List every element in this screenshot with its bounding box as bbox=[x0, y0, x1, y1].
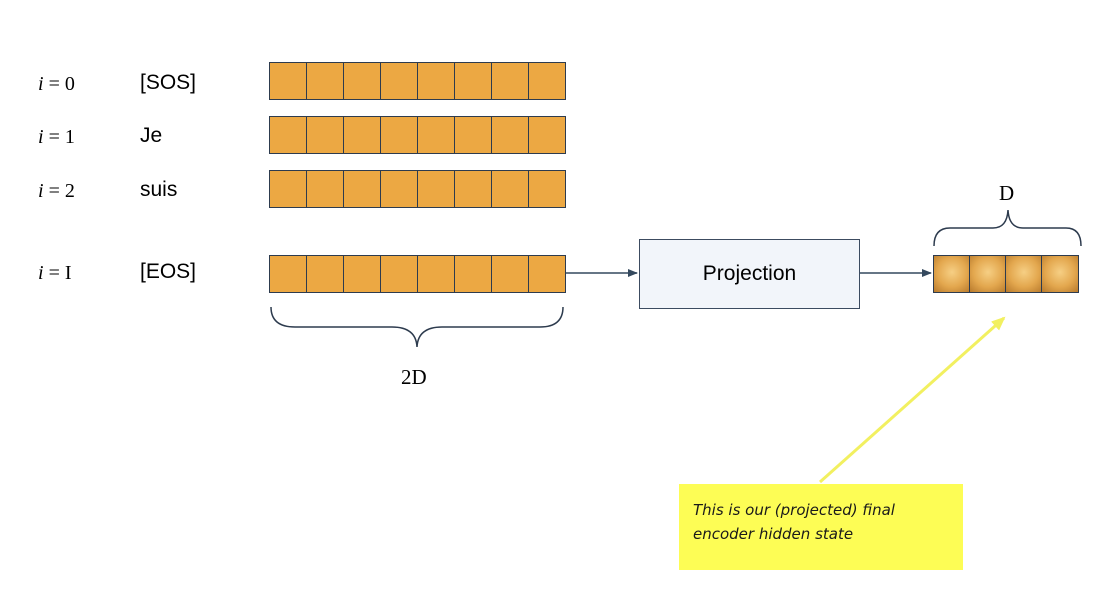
projection-box: Projection bbox=[639, 239, 860, 309]
vector-cell bbox=[270, 255, 307, 293]
vector-cell bbox=[1041, 255, 1079, 293]
vector-cell bbox=[381, 62, 418, 100]
row-index-value: = I bbox=[48, 262, 72, 284]
output-dimension-brace bbox=[933, 209, 1082, 247]
vector-cell bbox=[418, 116, 455, 154]
row-index-2: i = 2 bbox=[38, 180, 75, 203]
row-index-value: = 1 bbox=[48, 126, 75, 148]
row-index-1: i = 1 bbox=[38, 126, 75, 149]
row-index-value: = 0 bbox=[48, 73, 75, 95]
row-token-0: [SOS] bbox=[140, 71, 197, 94]
hidden-state-vector-1 bbox=[269, 116, 566, 154]
vector-cell bbox=[455, 62, 492, 100]
vector-cell bbox=[270, 116, 307, 154]
row-index-variable: i bbox=[38, 73, 44, 95]
row-index-variable: i bbox=[38, 126, 44, 148]
vector-cell bbox=[418, 62, 455, 100]
note-pointer-arrow bbox=[819, 316, 1006, 484]
vector-cell bbox=[344, 255, 381, 293]
vector-cell bbox=[307, 255, 344, 293]
row-index-value: = 2 bbox=[48, 180, 75, 202]
row-index-3: i = I bbox=[38, 262, 72, 285]
vector-cell bbox=[344, 116, 381, 154]
final-hidden-state-vector bbox=[269, 255, 566, 293]
vector-cell bbox=[418, 170, 455, 208]
vector-cell bbox=[344, 170, 381, 208]
vector-cell bbox=[969, 255, 1007, 293]
row-token-1: Je bbox=[140, 124, 163, 147]
vector-cell bbox=[307, 116, 344, 154]
vector-cell bbox=[492, 170, 529, 208]
vector-cell bbox=[307, 170, 344, 208]
input-dimension-label: 2D bbox=[401, 365, 427, 389]
vector-cell bbox=[270, 62, 307, 100]
vector-cell bbox=[933, 255, 971, 293]
vector-cell bbox=[492, 255, 529, 293]
vector-cell bbox=[529, 255, 566, 293]
vector-cell bbox=[344, 62, 381, 100]
vector-cell bbox=[307, 62, 344, 100]
input-dimension-brace bbox=[270, 306, 564, 348]
annotation-note-line-1: This is our (projected) final bbox=[693, 501, 895, 519]
vector-cell bbox=[381, 255, 418, 293]
vector-cell bbox=[529, 116, 566, 154]
hidden-state-vector-0 bbox=[269, 62, 566, 100]
vector-cell bbox=[455, 116, 492, 154]
row-token-3: [EOS] bbox=[140, 260, 197, 283]
vector-cell bbox=[529, 62, 566, 100]
vector-cell bbox=[492, 62, 529, 100]
vector-cell bbox=[270, 170, 307, 208]
output-dimension-label: D bbox=[999, 181, 1015, 205]
vector-cell bbox=[529, 170, 566, 208]
row-index-variable: i bbox=[38, 180, 44, 202]
hidden-state-vector-2 bbox=[269, 170, 566, 208]
vector-cell bbox=[492, 116, 529, 154]
annotation-note: This is our (projected) final encoder hi… bbox=[679, 484, 963, 570]
vector-cell bbox=[381, 116, 418, 154]
vector-cell bbox=[455, 170, 492, 208]
row-index-0: i = 0 bbox=[38, 73, 75, 96]
vector-cell bbox=[455, 255, 492, 293]
vector-cell bbox=[381, 170, 418, 208]
annotation-note-line-2: encoder hidden state bbox=[693, 525, 854, 543]
row-token-2: suis bbox=[140, 178, 178, 201]
projected-hidden-state-vector bbox=[933, 255, 1079, 293]
vector-cell bbox=[418, 255, 455, 293]
row-index-variable: i bbox=[38, 262, 44, 284]
